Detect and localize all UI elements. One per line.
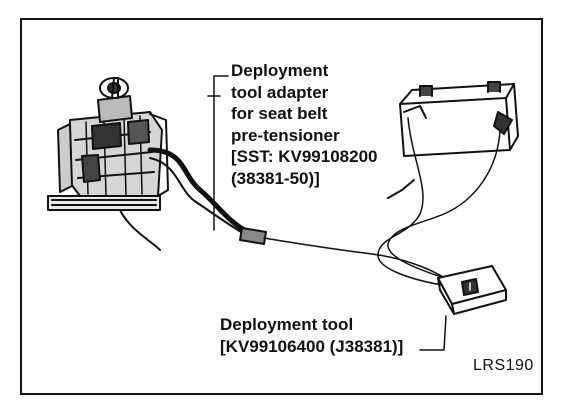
figure-frame: [20, 18, 543, 395]
adapter-label-line-2: tool adapter: [231, 82, 329, 102]
adapter-label-line-6: (38381-50)]: [231, 168, 320, 188]
adapter-label-line-3: for seat belt: [231, 104, 328, 123]
adapter-label-line-5: [SST: KV99108200: [231, 147, 378, 166]
adapter-callout-label: Deployment tool adapter for seat belt pr…: [231, 60, 377, 189]
battery-leads: [377, 117, 501, 287]
deployment-tool-box-icon: [437, 265, 507, 315]
adapter-harness: [147, 147, 449, 281]
seat-belt-pretensioner-icon: [47, 77, 169, 251]
tool-leader-line: [419, 315, 447, 351]
tool-callout-label: Deployment tool [KV99106400 (J38381)]: [220, 314, 403, 358]
tool-label-line-2: [KV99106400 (J38381)]: [220, 337, 404, 356]
figure-code: LRS190: [473, 357, 534, 374]
tool-label-line-1: Deployment tool: [220, 315, 354, 334]
adapter-label-line-4: pre-tensioner: [231, 125, 340, 145]
adapter-leader-line: [213, 75, 229, 231]
adapter-label-line-1: Deployment: [231, 61, 329, 80]
battery-icon: [387, 81, 519, 199]
